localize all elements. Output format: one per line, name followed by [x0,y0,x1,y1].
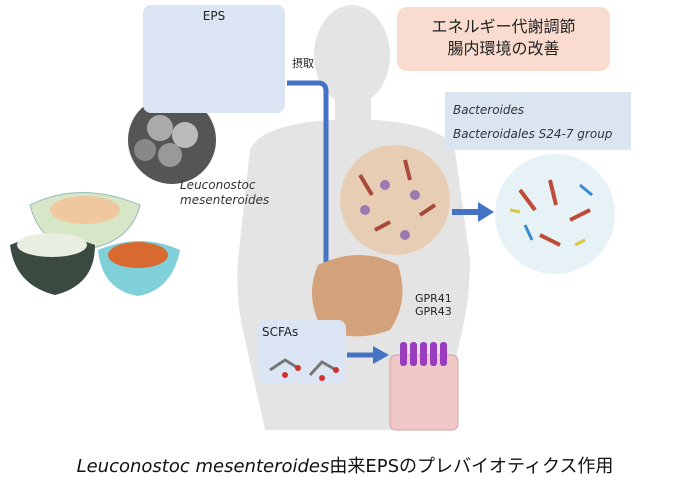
organism-label: Leuconostoc mesenteroides [180,178,269,208]
bacteria-item: Bacteroidales S24-7 group [453,127,613,141]
change-arrow [452,202,494,222]
scfa-label: SCFAs [262,325,299,339]
gut-microbiota-circle [340,145,450,255]
effect-energy: エネルギー代謝調節 [431,17,576,36]
bacteria-box: Bacteroides Bacteroidales S24-7 group [445,92,631,150]
caption-species: Leuconostoc mesenteroides [76,456,330,477]
intestinal-cell [389,354,459,431]
receptor-labels: GPR41 GPR43 [415,292,452,318]
caption: Leuconostoc mesenteroides由来EPSのプレバイオティクス… [0,452,690,477]
organism-species: mesenteroides [180,193,270,207]
effects-box: エネルギー代謝調節 腸内環境の改善 [397,7,610,71]
caption-text: 由来EPSのプレバイオティクス作用 [329,456,614,477]
receptor-gpr41: GPR41 [415,292,452,305]
receptor-gpr43: GPR43 [415,305,452,318]
food-bowls [10,192,180,296]
sem-image [128,96,216,184]
bacteria-item: Bacteroides [453,103,525,117]
gpr-receptor [400,342,447,366]
intake-label: 摂取 [292,57,314,70]
scfa-arrow [347,346,389,364]
organism-genus: Leuconostoc [180,178,256,192]
effect-gut: 腸内環境の改善 [447,39,560,58]
intestine [311,255,403,337]
eps-label: EPS [202,9,226,23]
eps-box [143,5,285,113]
improved-microbiota-circle [495,154,615,274]
